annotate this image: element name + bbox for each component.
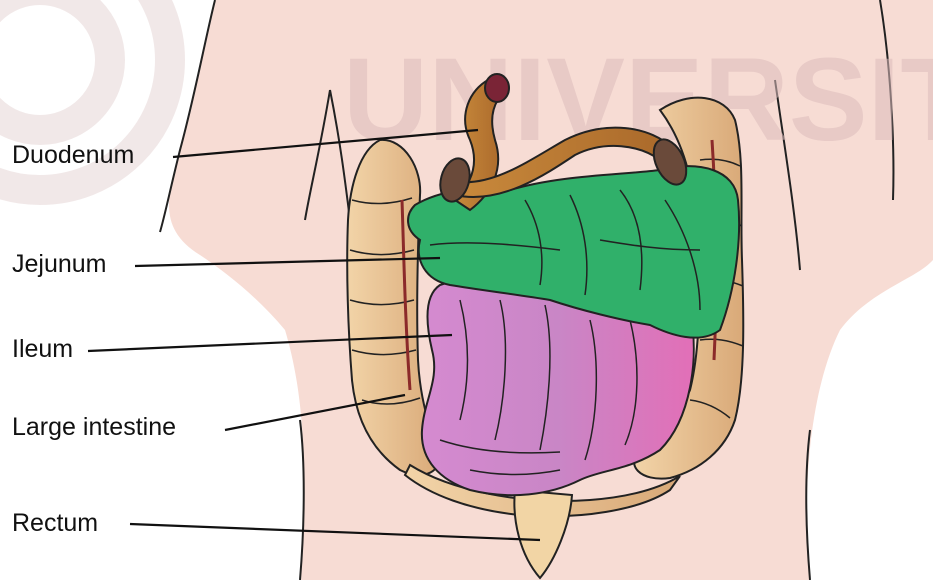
label-duodenum: Duodenum — [12, 143, 134, 168]
label-rectum: Rectum — [12, 511, 98, 536]
label-large-intestine: Large intestine — [12, 415, 176, 440]
label-ileum: Ileum — [12, 337, 73, 362]
label-jejunum: Jejunum — [12, 252, 107, 277]
